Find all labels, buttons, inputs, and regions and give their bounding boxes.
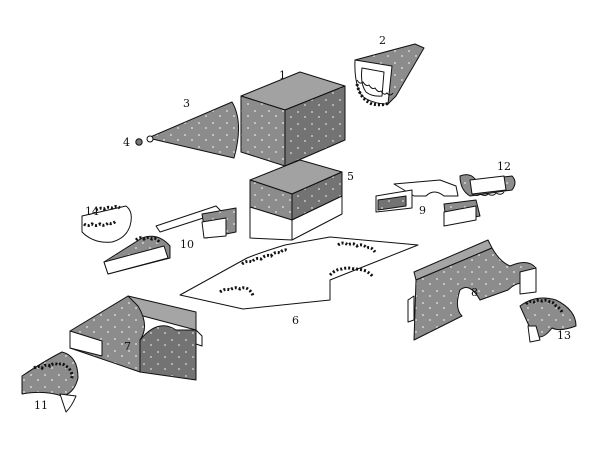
part-label-10: 10 xyxy=(180,238,194,251)
part-label-3: 3 xyxy=(183,97,190,110)
part-label-13: 13 xyxy=(557,329,571,342)
part-label-14: 14 xyxy=(85,205,99,218)
part-label-9: 9 xyxy=(419,204,426,217)
part-7-left-arch xyxy=(69,295,203,381)
part-label-4: 4 xyxy=(123,136,130,149)
part-14-curved-channel xyxy=(81,205,132,243)
part-label-5: 5 xyxy=(347,170,354,183)
part-label-7: 7 xyxy=(124,340,131,353)
part-4-sphere xyxy=(135,138,143,146)
part-label-8: 8 xyxy=(471,286,478,299)
part-1-large-block xyxy=(240,71,346,167)
part-label-6: 6 xyxy=(292,314,299,327)
part-5-stacked-block xyxy=(249,159,343,241)
part-11-curved-scalloped xyxy=(21,351,79,413)
part-label-1: 1 xyxy=(279,69,286,82)
part-6-flat-plate xyxy=(179,236,419,310)
part-label-11: 11 xyxy=(34,399,48,412)
part-13-curved-scalloped xyxy=(519,297,577,343)
part-label-2: 2 xyxy=(379,34,386,47)
part-10-trough xyxy=(103,205,237,275)
part-12-curved-channel xyxy=(459,174,516,197)
part-9-channel xyxy=(375,179,481,227)
part-8-right-arch xyxy=(407,239,537,341)
part-3-cone xyxy=(146,101,239,159)
part-label-12: 12 xyxy=(497,160,511,173)
part-2-wedge xyxy=(354,43,425,107)
